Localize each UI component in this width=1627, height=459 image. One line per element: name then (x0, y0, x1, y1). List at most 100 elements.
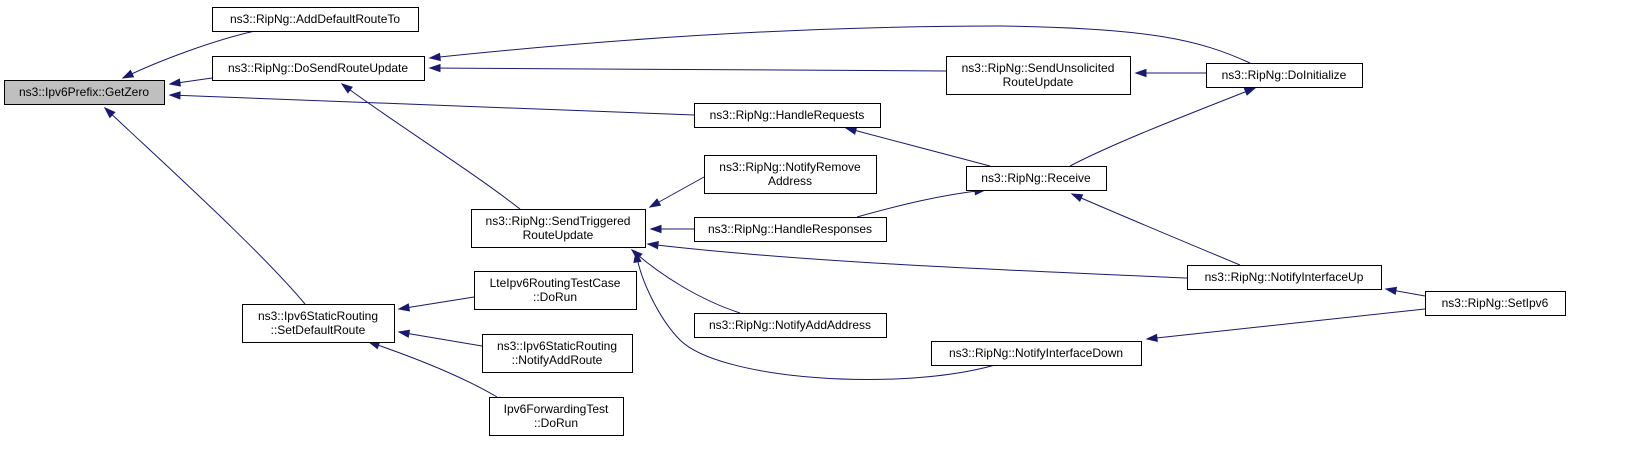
node-label-sendunsolicited-line1: ns3::RipNg::SendUnsolicited (962, 61, 1115, 75)
node-box-notifyup (1187, 265, 1382, 290)
arrowhead-lteipv6-to-setdefault (397, 303, 411, 312)
node-label-ipv6fwd-line2: ::DoRun (534, 416, 578, 430)
node-notifydown[interactable]: ns3::RipNg::NotifyInterfaceDown (931, 341, 1142, 366)
call-edge-receive-to-doinit (1069, 87, 1256, 167)
node-box-getzero (4, 80, 165, 105)
call-edge-setdefault-to-getzero (104, 107, 306, 305)
node-label-sendunsolicited-line2: RouteUpdate (1003, 75, 1074, 89)
arrowhead-handleresponses-to-sendtriggered (649, 224, 662, 234)
arrowhead-doinit-to-sendunsolicited (1134, 68, 1147, 78)
call-edge-notifydown-to-sendtriggered (635, 251, 996, 381)
node-label-handleresponses: ns3::RipNg::HandleResponses (708, 222, 872, 236)
arrowhead-notifyup-to-sendtriggered (646, 241, 659, 250)
call-edge-handleresponses-to-receive (856, 189, 986, 218)
call-edge-notifyaddaddress-to-sendtriggered (631, 249, 741, 314)
arrowhead-receive-to-doinit (1243, 87, 1257, 96)
node-box-ipv6fwd (489, 397, 624, 436)
call-edge-notifyaddroute-to-setdefault (398, 331, 483, 347)
node-label-notifyup: ns3::RipNg::NotifyInterfaceUp (1205, 270, 1364, 284)
call-edge-notifyup-to-receive (1071, 193, 1241, 266)
call-edge-setipv6-to-notifydown (1146, 308, 1426, 340)
node-box-notifyaddroute (482, 334, 633, 373)
node-box-setipv6 (1425, 291, 1566, 316)
arrowhead-sendtriggered-to-dosend (340, 83, 353, 94)
node-label-notifydown: ns3::RipNg::NotifyInterfaceDown (949, 346, 1123, 360)
node-box-notifyremove (704, 155, 877, 194)
call-edge-adddefault-to-getzero (122, 30, 256, 79)
call-edge-sendtriggered-to-dosend (341, 83, 521, 210)
call-edge-receive-to-handlerequests (845, 127, 991, 167)
node-lteipv6[interactable]: LteIpv6RoutingTestCase::DoRun (474, 271, 637, 310)
node-label-getzero: ns3::Ipv6Prefix::GetZero (19, 85, 149, 99)
node-box-handlerequests (694, 103, 881, 128)
node-doinit[interactable]: ns3::RipNg::DoInitialize (1206, 63, 1363, 88)
arrowhead-adddefault-to-getzero (121, 69, 135, 79)
call-edge-ipv6fwd-to-setdefault (368, 341, 498, 398)
call-edge-lteipv6-to-setdefault (398, 296, 475, 310)
node-label-sendtriggered-line2: RouteUpdate (523, 228, 594, 242)
node-setdefault[interactable]: ns3::Ipv6StaticRouting::SetDefaultRoute (242, 304, 395, 343)
node-label-doinit: ns3::RipNg::DoInitialize (1222, 68, 1347, 82)
node-handlerequests[interactable]: ns3::RipNg::HandleRequests (694, 103, 881, 128)
arrowhead-dosend-to-getzero (168, 78, 181, 87)
call-edge-handlerequests-to-getzero (169, 94, 695, 116)
node-dosend[interactable]: ns3::RipNg::DoSendRouteUpdate (212, 56, 425, 81)
node-label-notifyaddroute-line1: ns3::Ipv6StaticRouting (497, 339, 617, 353)
node-label-setdefault-line1: ns3::Ipv6StaticRouting (258, 309, 378, 323)
node-box-handleresponses (694, 217, 887, 242)
arrowhead-setipv6-to-notifyup (1384, 286, 1398, 295)
node-ipv6fwd[interactable]: Ipv6ForwardingTest::DoRun (489, 397, 624, 436)
arrowhead-notifyaddroute-to-setdefault (397, 329, 411, 338)
arrowhead-setipv6-to-notifydown (1145, 333, 1158, 343)
node-label-notifyaddaddress: ns3::RipNg::NotifyAddAddress (709, 318, 871, 332)
node-label-adddefault: ns3::RipNg::AddDefaultRouteTo (230, 12, 400, 26)
call-edge-notifyup-to-sendtriggered (647, 243, 1188, 279)
arrowhead-setdefault-to-getzero (103, 106, 116, 119)
node-setipv6[interactable]: ns3::RipNg::SetIpv6 (1425, 291, 1566, 316)
node-label-dosend: ns3::RipNg::DoSendRouteUpdate (228, 61, 408, 75)
node-box-notifydown (931, 341, 1142, 366)
node-box-dosend (212, 56, 425, 81)
arrowhead-notifydown-to-sendtriggered (633, 250, 642, 263)
node-handleresponses[interactable]: ns3::RipNg::HandleResponses (694, 217, 887, 242)
node-getzero: ns3::Ipv6Prefix::GetZero (4, 80, 165, 105)
node-label-lteipv6-line2: ::DoRun (533, 290, 577, 304)
arrowhead-doinit-to-dosend (428, 52, 441, 62)
node-box-doinit (1206, 63, 1363, 88)
node-box-notifyaddaddress (694, 313, 887, 338)
node-box-lteipv6 (474, 271, 637, 310)
node-label-notifyremove-line2: Address (768, 174, 812, 188)
node-label-receive: ns3::RipNg::Receive (981, 171, 1091, 185)
node-box-adddefault (212, 7, 419, 32)
node-label-lteipv6-line1: LteIpv6RoutingTestCase (490, 276, 621, 290)
node-box-sendtriggered (471, 209, 646, 248)
call-edge-doinit-to-dosend (429, 25, 1251, 64)
node-label-handlerequests: ns3::RipNg::HandleRequests (710, 108, 865, 122)
node-box-receive (966, 166, 1107, 191)
node-box-setdefault (242, 304, 395, 343)
call-graph-nodes: ns3::Ipv6Prefix::GetZero ns3::RipNg::AddD… (4, 7, 1566, 436)
call-edge-sendunsolicited-to-dosend (429, 67, 947, 72)
arrowhead-handlerequests-to-getzero (168, 91, 181, 100)
node-receive[interactable]: ns3::RipNg::Receive (966, 166, 1107, 191)
node-box-sendunsolicited (946, 56, 1131, 95)
node-notifyup[interactable]: ns3::RipNg::NotifyInterfaceUp (1187, 265, 1382, 290)
call-graph-edges (103, 25, 1426, 398)
node-label-notifyaddroute-line2: ::NotifyAddRoute (512, 353, 603, 367)
node-adddefault[interactable]: ns3::RipNg::AddDefaultRouteTo (212, 7, 419, 32)
node-label-ipv6fwd-line1: Ipv6ForwardingTest (504, 402, 609, 416)
node-label-notifyremove-line1: ns3::RipNg::NotifyRemove (719, 160, 861, 174)
arrowhead-receive-to-handlerequests (844, 126, 858, 135)
arrowhead-notifyremove-to-sendtriggered (648, 198, 662, 208)
arrowhead-sendunsolicited-to-dosend (428, 63, 441, 73)
node-label-setipv6: ns3::RipNg::SetIpv6 (1442, 296, 1549, 310)
node-notifyaddroute[interactable]: ns3::Ipv6StaticRouting::NotifyAddRoute (482, 334, 633, 373)
node-notifyaddaddress[interactable]: ns3::RipNg::NotifyAddAddress (694, 313, 887, 338)
node-label-sendtriggered-line1: ns3::RipNg::SendTriggered (486, 214, 631, 228)
arrowhead-notifyup-to-receive (1070, 193, 1084, 203)
node-label-setdefault-line2: ::SetDefaultRoute (271, 323, 366, 337)
